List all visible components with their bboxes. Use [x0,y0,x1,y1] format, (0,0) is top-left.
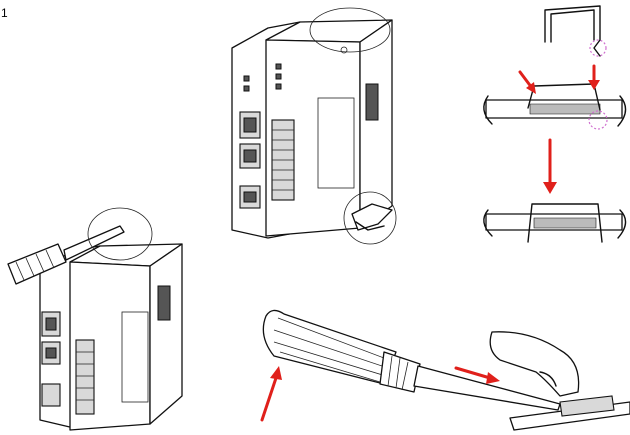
clip-detail-bottom [483,203,627,243]
screwdriver-release [7,207,183,431]
clip-detail-top [483,5,627,194]
screwdriver-closeup [260,309,630,431]
module-pair [231,7,397,245]
step-label: 1 [1,6,8,20]
